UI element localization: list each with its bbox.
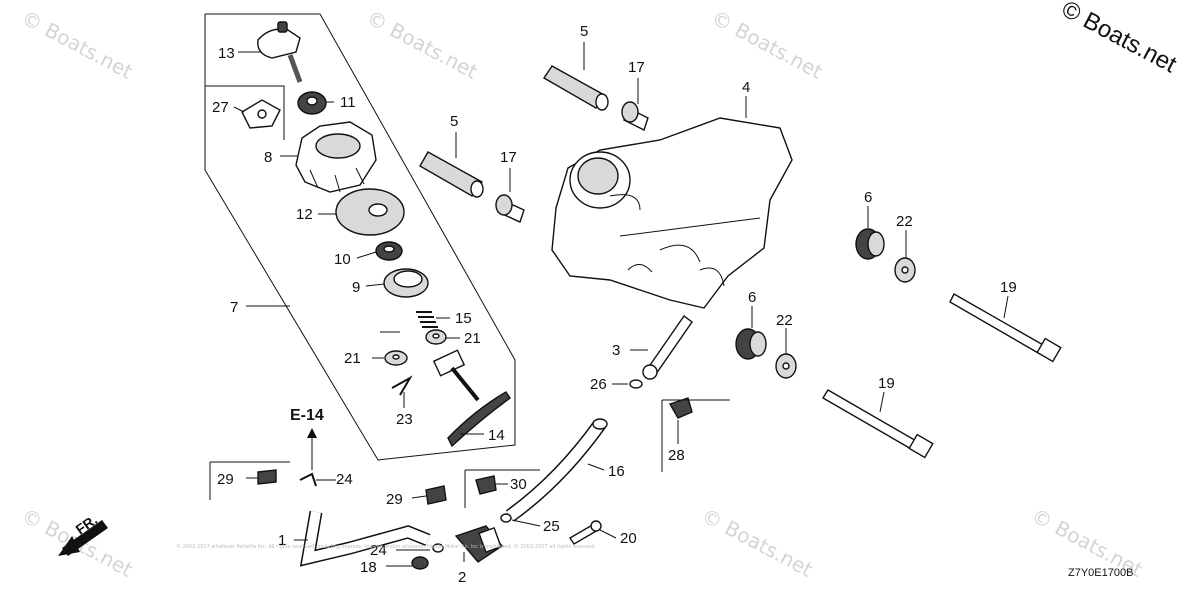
callout-20: 20 [620,530,637,547]
part-29-clip-a [257,469,277,485]
callout-19: 19 [1000,279,1017,296]
watermark: © Boats.net [363,5,482,84]
part-23-clip [391,375,413,396]
callout-26: 26 [590,376,607,393]
part-22-washer-a [894,257,916,283]
callout-14: 14 [488,427,505,444]
part-1-fuel-tube [299,510,431,567]
part-9-strainer-ring [383,268,429,298]
part-3-fuel-cock [642,315,693,380]
callout-5: 5 [580,23,588,40]
assembly-7-outline [204,13,516,461]
callout-9: 9 [352,279,360,296]
callout-13: 13 [218,45,235,62]
section-ref-label: E-14 [290,407,324,424]
callout-21: 21 [344,350,361,367]
part-8-filler-cap [295,121,377,193]
section-ref-arrow [307,428,317,470]
part-29-clip-b [425,485,447,505]
callout-labels: 13 27 11 8 12 10 9 7 15 21 21 23 14 5 5 … [212,23,1017,586]
part-10-grommet [375,241,403,261]
watermark: © Boats.net [18,5,137,84]
callout-3: 3 [612,342,620,359]
callout-19: 19 [878,375,895,392]
part-5-rubber-a [543,65,609,111]
fine-print: © 2002-2017 whatever Partzilla Inc. All … [176,543,595,550]
callout-22: 22 [776,312,793,329]
part-6-mount-a [855,228,885,260]
callout-8: 8 [264,149,272,166]
part-15-spring [416,311,438,328]
bracket-29 [209,461,290,500]
callout-15: 15 [455,310,472,327]
callout-18: 18 [360,559,377,576]
callout-27: 27 [212,99,229,116]
callout-10: 10 [334,251,351,268]
diagram-code: Z7Y0E1700B [1068,567,1133,579]
callout-28: 28 [668,447,685,464]
callout-6: 6 [864,189,872,206]
part-2-joint [454,525,504,563]
callout-2: 2 [458,569,466,586]
callout-11: 11 [340,94,356,111]
callout-17: 17 [500,149,517,166]
bracket-28 [661,399,730,472]
part-21-washer-b [384,350,408,366]
callout-5: 5 [450,113,458,130]
callout-23: 23 [396,411,413,428]
fr-arrow-icon [58,520,108,556]
part-24-clip-a [299,472,317,487]
callout-4: 4 [742,79,750,96]
bracket-30 [464,469,540,508]
watermark: © Boats.net [708,5,827,84]
part-17-collar-b [495,194,525,223]
callout-25: 25 [543,518,560,535]
copyright-text: © Boats.net [1057,0,1180,78]
part-17-collar-a [621,101,649,131]
part-20-screw [569,520,602,545]
callout-24: 24 [336,471,353,488]
part-24-clip-b [432,543,444,553]
watermark: © Boats.net [698,503,817,582]
part-13-knob [257,21,303,83]
part-12-gasket [335,188,405,236]
callout-24: 24 [370,542,387,559]
callout-7: 7 [230,299,238,316]
callout-29: 29 [217,471,234,488]
part-19-bolt-a [949,293,1062,363]
part-25-clip [500,513,512,523]
part-6-mount-b [735,328,767,360]
callout-29: 29 [386,491,403,508]
callout-12: 12 [296,206,313,223]
part-30-clip [475,475,497,495]
leader-lines [233,42,1009,567]
part-11-seal [297,91,327,115]
part-19-bolt-b [822,389,934,459]
callout-16: 16 [608,463,625,480]
part-5-rubber-b [419,151,484,198]
callout-21: 21 [464,330,481,347]
part-26-oring [629,379,643,389]
part-27-pad [241,99,281,129]
callout-6: 6 [748,289,756,306]
part-4-fuel-tank [551,117,793,309]
callout-22: 22 [896,213,913,230]
callout-1: 1 [278,532,286,549]
part-14-fuel-gauge [432,349,511,448]
callout-17: 17 [628,59,645,76]
part-28-clamp [668,397,693,419]
part-21-washer-a [425,329,447,345]
bracket-27 [205,85,285,140]
part-18-cap [411,556,429,570]
callout-30: 30 [510,476,527,493]
part-22-washer-b [775,353,797,379]
part-16-fuel-tube [505,418,608,522]
